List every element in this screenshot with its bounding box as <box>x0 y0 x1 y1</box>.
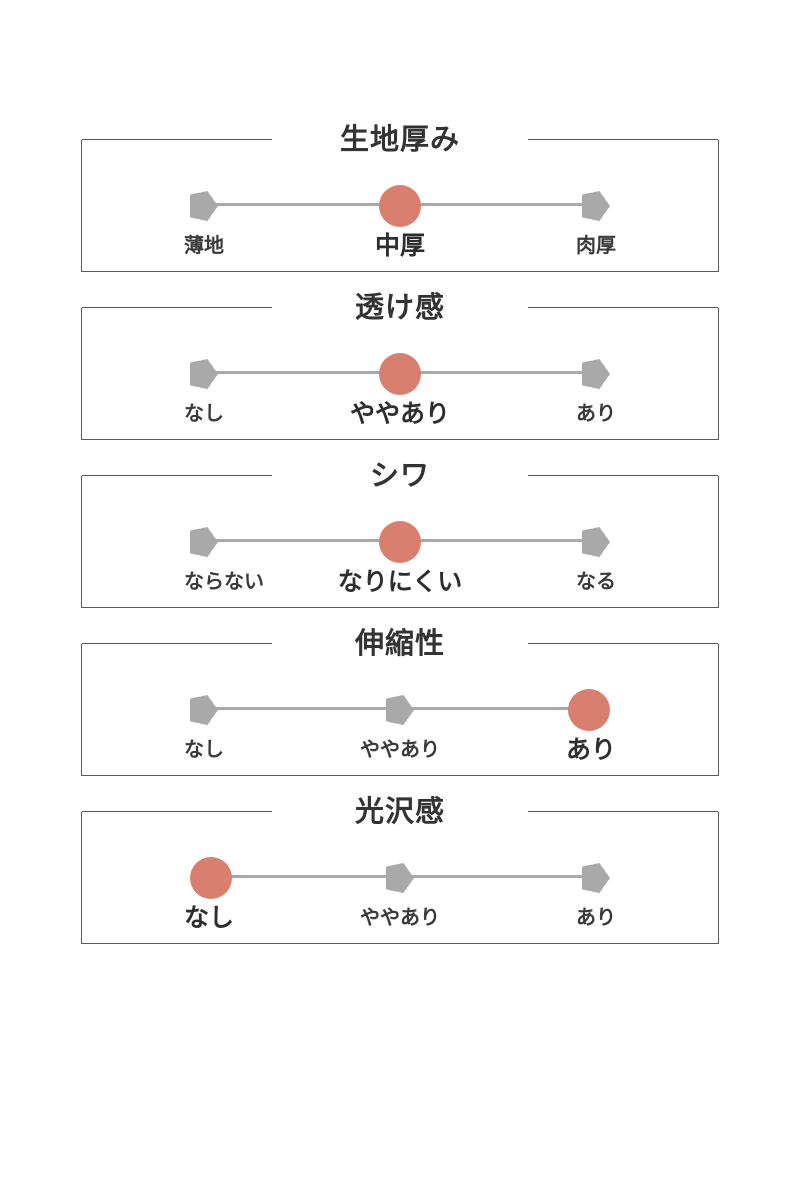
marker-wrap <box>386 858 414 898</box>
scale-stop-label: ならない <box>184 571 264 593</box>
rating-scale: ならない なりにくい なる <box>184 476 616 596</box>
panel-title: 光沢感 <box>354 796 445 828</box>
panel-title: 透け感 <box>354 292 445 324</box>
tag-marker-icon[interactable] <box>582 359 610 389</box>
scale-stops: なし ややあり あり <box>184 857 616 932</box>
scale-stop[interactable]: ややあり <box>338 690 462 764</box>
scale-stops: ならない なりにくい なる <box>184 521 616 596</box>
scale-stop[interactable]: ならない <box>184 522 314 596</box>
selected-circle-marker-icon[interactable] <box>379 185 421 227</box>
panel-frame: 透け感なし ややあり あり <box>81 292 719 440</box>
spec-panel: 透け感なし ややあり あり <box>81 292 719 440</box>
marker-wrap <box>379 521 421 563</box>
spec-panel: シワならない なりにくい なる <box>81 460 719 608</box>
panel-frame: 伸縮性なし ややあり あり <box>81 628 719 776</box>
scale-stop[interactable]: ややあり <box>338 858 462 932</box>
rating-scale: 薄地 中厚 肉厚 <box>184 140 616 260</box>
marker-wrap <box>582 858 610 898</box>
scale-stop-label: あり <box>565 736 616 764</box>
scale-stop-label: なる <box>576 571 616 593</box>
scale-stop-label: なりにくい <box>337 568 463 596</box>
rating-scale: なし ややあり あり <box>184 644 616 764</box>
marker-wrap <box>190 690 218 730</box>
marker-wrap <box>386 690 414 730</box>
scale-stop-label: なし <box>184 904 235 932</box>
scale-stop-label: ややあり <box>360 739 440 761</box>
scale-stop[interactable]: ややあり <box>338 353 462 428</box>
scale-stops: なし ややあり あり <box>184 353 616 428</box>
scale-stop[interactable]: あり <box>486 858 616 932</box>
marker-wrap <box>190 857 232 899</box>
selected-circle-marker-icon[interactable] <box>190 857 232 899</box>
tag-marker-icon[interactable] <box>386 695 414 725</box>
selected-circle-marker-icon[interactable] <box>568 689 610 731</box>
marker-wrap <box>190 522 218 562</box>
scale-stop-label: 薄地 <box>184 235 224 257</box>
rating-scale: なし ややあり あり <box>184 812 616 932</box>
scale-stop-label: 肉厚 <box>576 235 616 257</box>
scale-stop-label: なし <box>184 739 224 761</box>
spec-panel: 生地厚み薄地 中厚 肉厚 <box>81 124 719 272</box>
scale-stop[interactable]: なりにくい <box>337 521 463 596</box>
scale-stop[interactable]: なる <box>486 522 616 596</box>
marker-wrap <box>582 186 610 226</box>
marker-wrap <box>582 522 610 562</box>
panel-title: シワ <box>369 460 430 492</box>
tag-marker-icon[interactable] <box>190 527 218 557</box>
tag-marker-icon[interactable] <box>386 863 414 893</box>
scale-stop[interactable]: なし <box>184 857 314 932</box>
scale-stop[interactable]: 肉厚 <box>486 186 616 260</box>
spec-panel: 伸縮性なし ややあり あり <box>81 628 719 776</box>
selected-circle-marker-icon[interactable] <box>379 521 421 563</box>
panel-title: 伸縮性 <box>354 628 445 660</box>
scale-stop[interactable]: なし <box>184 690 314 764</box>
scale-stop-label: ややあり <box>360 907 440 929</box>
scale-stop-label: あり <box>576 907 616 929</box>
panel-title: 生地厚み <box>339 124 460 156</box>
marker-wrap <box>379 353 421 395</box>
panel-frame: 生地厚み薄地 中厚 肉厚 <box>81 124 719 272</box>
marker-wrap <box>190 186 218 226</box>
marker-wrap <box>190 354 218 394</box>
marker-wrap <box>379 185 421 227</box>
scale-stop[interactable]: あり <box>486 689 616 764</box>
marker-wrap <box>568 689 610 731</box>
scale-stop-label: ややあり <box>349 400 450 428</box>
scale-stop[interactable]: 薄地 <box>184 186 314 260</box>
scale-stop[interactable]: あり <box>486 354 616 428</box>
panel-frame: シワならない なりにくい なる <box>81 460 719 608</box>
spec-panel: 光沢感なし ややあり あり <box>81 796 719 944</box>
scale-stop[interactable]: なし <box>184 354 314 428</box>
scale-stop-label: 中厚 <box>374 232 425 260</box>
selected-circle-marker-icon[interactable] <box>379 353 421 395</box>
tag-marker-icon[interactable] <box>190 191 218 221</box>
scale-stop-label: なし <box>184 403 224 425</box>
scale-stop[interactable]: 中厚 <box>338 185 462 260</box>
tag-marker-icon[interactable] <box>582 191 610 221</box>
scale-stop-label: あり <box>576 403 616 425</box>
scale-stops: なし ややあり あり <box>184 689 616 764</box>
tag-marker-icon[interactable] <box>190 695 218 725</box>
panel-frame: 光沢感なし ややあり あり <box>81 796 719 944</box>
scale-stops: 薄地 中厚 肉厚 <box>184 185 616 260</box>
tag-marker-icon[interactable] <box>190 359 218 389</box>
marker-wrap <box>582 354 610 394</box>
tag-marker-icon[interactable] <box>582 527 610 557</box>
tag-marker-icon[interactable] <box>582 863 610 893</box>
rating-scale: なし ややあり あり <box>184 308 616 428</box>
